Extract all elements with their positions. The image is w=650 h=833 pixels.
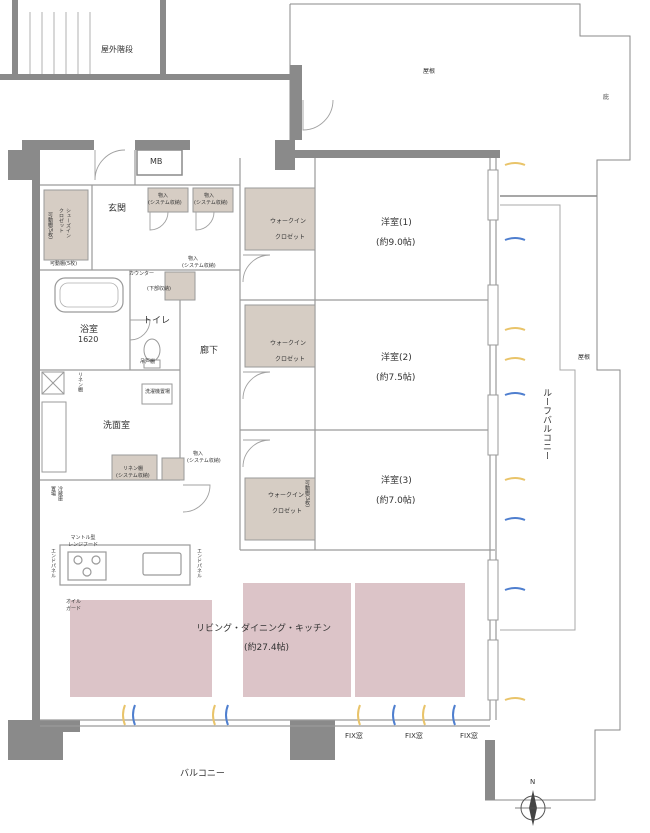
- label-movable-shelf-5: 可動棚(5枚): [47, 212, 53, 240]
- label-walkin-3b: クロゼット: [272, 508, 303, 515]
- label-roof-side: 屋根: [578, 354, 591, 361]
- label-linen-shelf: リネン棚: [123, 466, 144, 472]
- label-outdoor-stairs: 屋外階段: [101, 45, 133, 54]
- label-shoes-in-closet: シューズイン クロゼット: [58, 208, 71, 238]
- roof-balcony-rail: [500, 204, 576, 631]
- label-end-panel-left: エンドパネル: [50, 548, 56, 578]
- label-balcony: バルコニー: [180, 769, 225, 779]
- label-hallway: 廊下: [200, 346, 219, 356]
- ldk-zones: [70, 583, 465, 697]
- label-storage-2: 物入: [204, 193, 215, 199]
- label-storage-4: 物入: [193, 451, 204, 457]
- cooktop: [67, 551, 107, 581]
- label-storage-4-sub: (システム収納): [187, 458, 221, 464]
- right-windows: [487, 169, 499, 701]
- north-compass: [515, 790, 551, 826]
- stair-side-wall: [12, 0, 18, 80]
- label-fix-window-2: FIX窓: [405, 732, 423, 740]
- exterior-walls: [8, 65, 500, 800]
- door-swings: [94, 99, 334, 513]
- ldk-zone-center: [243, 583, 351, 697]
- label-ldk: リビング・ダイニング・キッチン: [196, 624, 332, 634]
- linen-shelf-storage: [111, 454, 158, 481]
- label-walkin-1b: クロゼット: [275, 234, 306, 241]
- washer-box: [141, 383, 173, 405]
- label-walkin-2a: ウォークイン: [270, 340, 307, 347]
- label-roof-balcony: ルーフバルコニー: [541, 388, 551, 460]
- label-fridge-space: 冷蔵庫 置場: [50, 486, 63, 501]
- label-room1-size: (約9.0帖): [376, 238, 416, 248]
- label-fix-window-3: FIX窓: [460, 732, 478, 740]
- label-fix-window-1: FIX窓: [345, 732, 363, 740]
- storage-areas: [43, 187, 316, 541]
- label-movable-shelf-3: 可動棚(3枚): [304, 480, 310, 508]
- ldk-zone-right: [355, 583, 465, 697]
- label-entrance: 玄関: [108, 204, 127, 214]
- label-mb: MB: [150, 157, 163, 166]
- bathtub: [54, 277, 124, 313]
- stair-treads: [29, 12, 91, 80]
- label-room3: 洋室(3): [381, 476, 412, 486]
- label-walkin-2b: クロゼット: [275, 356, 306, 363]
- storage-system-4: [161, 457, 185, 481]
- outdoor-stairs: [0, 0, 290, 80]
- label-washroom: 洗面室: [103, 421, 131, 431]
- label-toilet: トイレ: [143, 316, 171, 326]
- label-room2: 洋室(2): [381, 353, 412, 363]
- label-walkin-3a: ウォークイン: [268, 492, 305, 499]
- roof-lower-outline: [485, 195, 621, 801]
- wall-top-right: [275, 140, 295, 170]
- label-room3-size: (約7.0帖): [376, 496, 416, 506]
- label-mantle-range-hood: マントル型 レンジフード: [68, 535, 99, 548]
- label-eaves: 庇: [603, 94, 610, 101]
- wall-left: [32, 150, 40, 720]
- label-washer-space: 洗濯機置場: [145, 389, 171, 395]
- label-ldk-size: (約27.4帖): [244, 643, 290, 653]
- shoes-in-closet: [43, 189, 89, 261]
- storage-system-2: [192, 187, 234, 213]
- label-end-panel-right: エンドパネル: [196, 548, 202, 578]
- label-storage-3-sub: (システム収納): [182, 263, 216, 269]
- label-room1: 洋室(1): [381, 218, 412, 228]
- walk-in-closet-1: [244, 187, 316, 251]
- label-counter-sub: (下部収納): [147, 286, 171, 292]
- label-storage-3: 物入: [188, 256, 199, 262]
- label-roof-top: 屋根: [423, 68, 436, 75]
- airflow-marks: [122, 162, 526, 726]
- label-north: N: [530, 778, 536, 786]
- wall-top-main: [22, 140, 94, 150]
- walk-in-closet-2: [244, 304, 316, 368]
- roof-upper-outline: [290, 3, 631, 195]
- mb-box: [136, 149, 183, 176]
- label-room2-size: (約7.5帖): [376, 373, 416, 383]
- label-bathroom: 浴室: [80, 325, 99, 335]
- stair-landing-wall: [0, 74, 290, 80]
- label-movable-shelf-5b: 可動棚(5枚): [50, 261, 78, 267]
- label-storage-1: 物入: [158, 193, 169, 199]
- label-walkin-1a: ウォークイン: [270, 218, 307, 225]
- washroom-fixtures: [41, 371, 173, 473]
- counter-storage: [164, 271, 196, 301]
- storage-system-1: [147, 187, 189, 213]
- label-storage-2-sub: (システム収納): [194, 200, 228, 206]
- label-oil-guard: オイル ガード: [66, 599, 82, 612]
- label-linen-shelf-upper: リネン棚: [77, 372, 83, 392]
- wall-bottom-right: [290, 720, 335, 760]
- toilet-bowl: [143, 338, 161, 362]
- label-counter: カウンター: [129, 271, 155, 277]
- label-wall-shelf: 吊戸棚: [140, 359, 156, 365]
- kitchen-sink: [142, 552, 182, 576]
- walk-in-closet-3: [244, 477, 316, 541]
- label-storage-1-sub: (システム収納): [148, 200, 182, 206]
- label-linen-shelf-sub: (システム収納): [116, 473, 150, 479]
- label-bathroom-size: 1620: [78, 335, 99, 344]
- ldk-zone-left: [70, 600, 212, 697]
- kitchen-counter: [59, 544, 191, 586]
